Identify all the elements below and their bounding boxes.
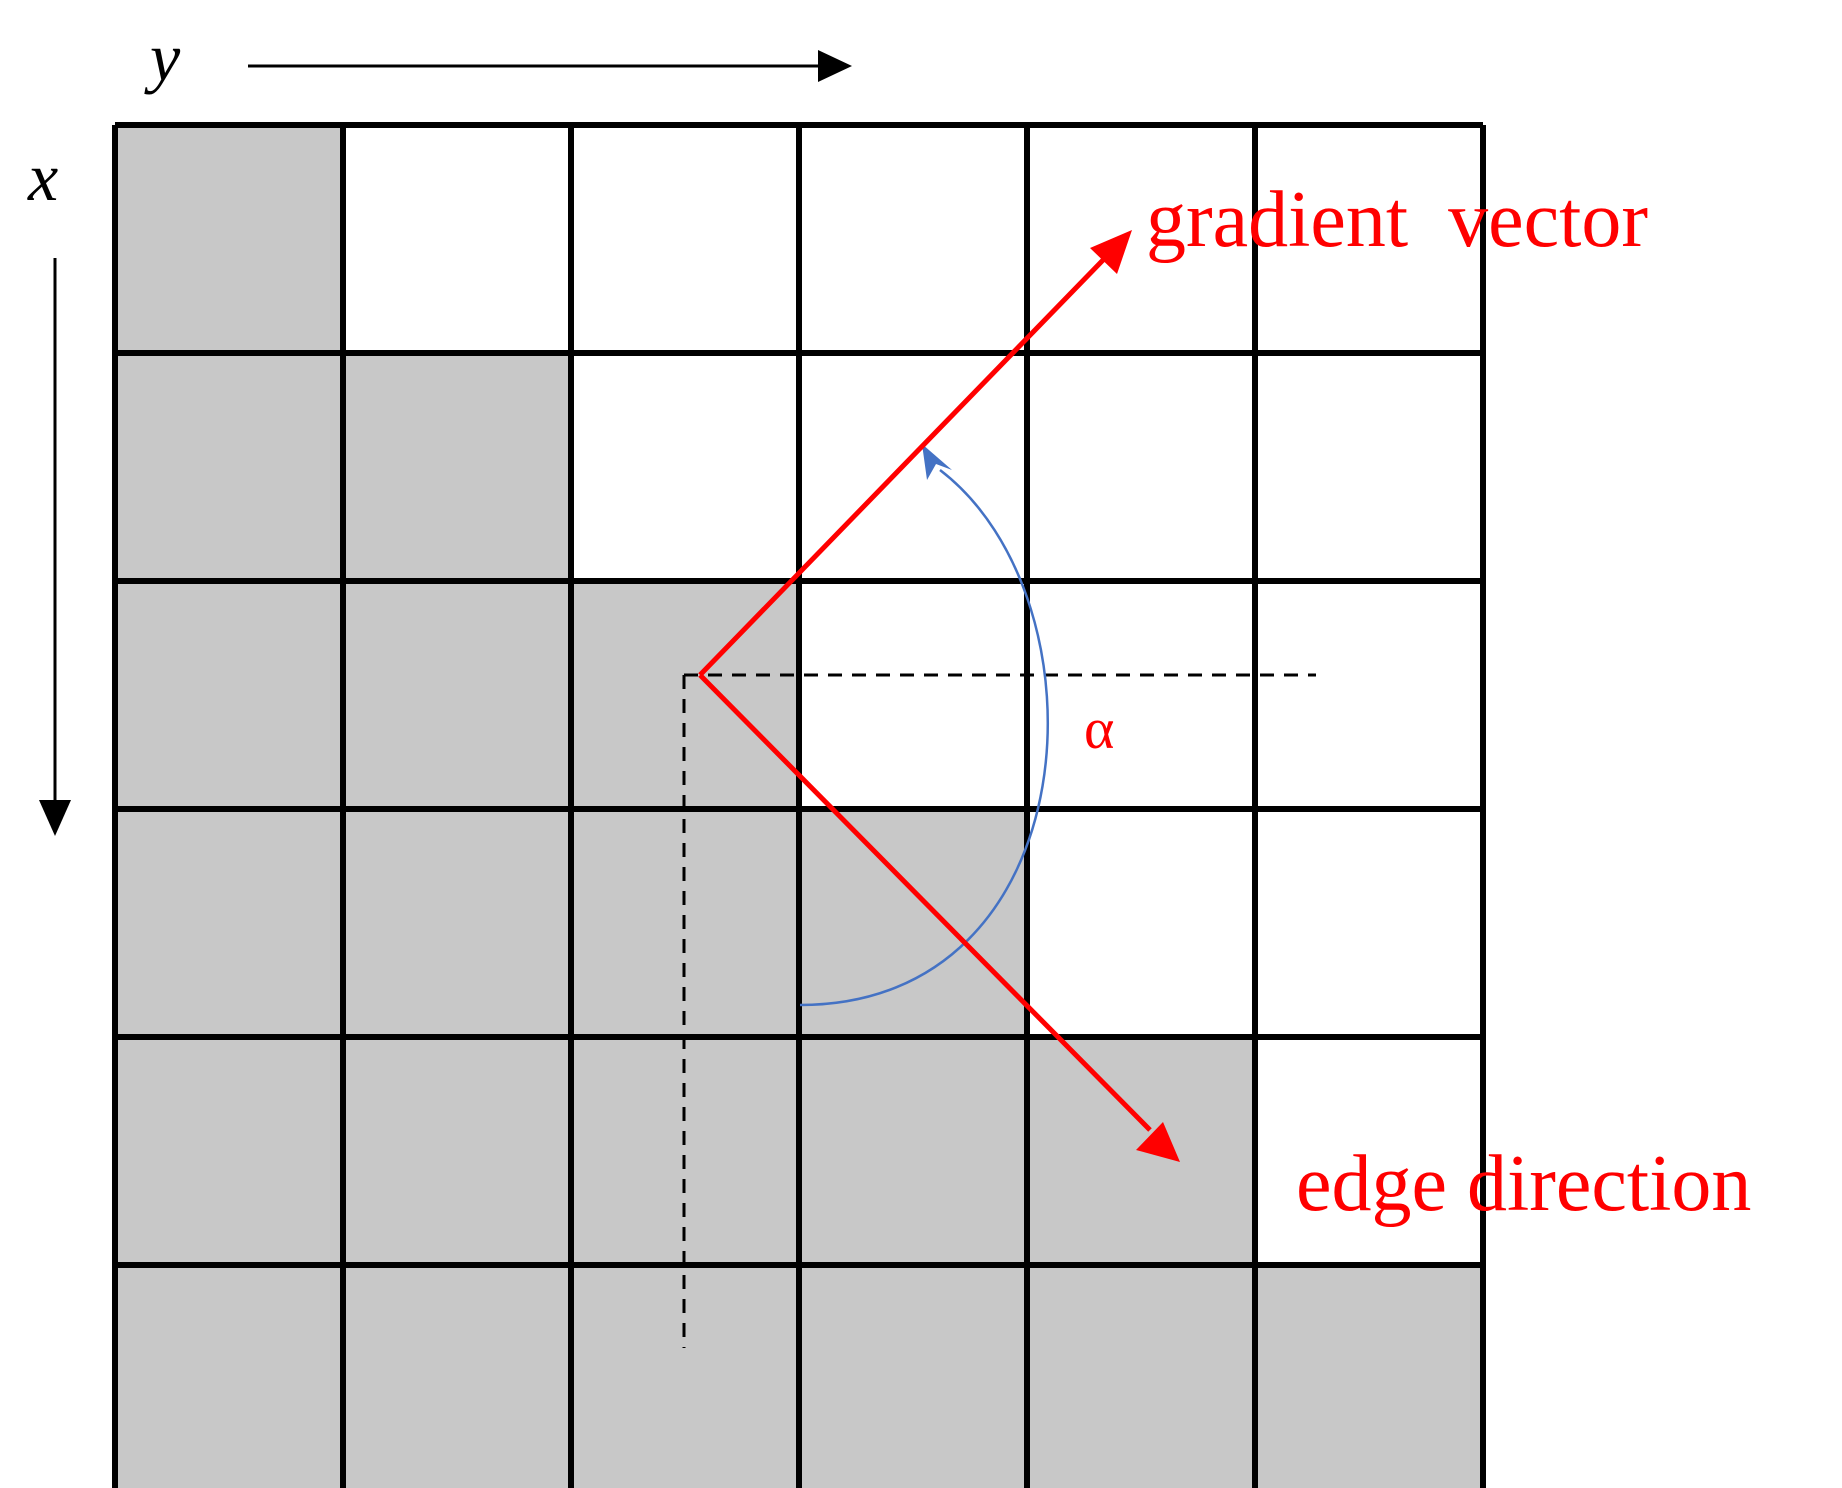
grid-cell [343, 581, 571, 809]
y-axis-label: y [144, 19, 181, 95]
grid-cell [1027, 125, 1255, 353]
gradient-vector-arrow [698, 230, 1132, 677]
grid-cell [1027, 581, 1255, 809]
grid-cell [115, 809, 343, 1037]
grid-cell [799, 809, 1027, 1037]
grid-cell [799, 581, 1027, 809]
gradient-vector-label: gradient vector [1146, 176, 1648, 264]
grid-cell [1255, 581, 1483, 809]
x-axis-label: x [27, 139, 58, 215]
grid-cell [1027, 1265, 1255, 1488]
angle-arc [799, 444, 1049, 1007]
grid-cell [343, 1037, 571, 1265]
y-axis-arrow [248, 50, 852, 82]
pixel-grid-cells [115, 125, 1483, 1488]
grid-cell [1027, 809, 1255, 1037]
grid-cell [571, 1265, 799, 1488]
grid-cell [1255, 353, 1483, 581]
grid-cell [799, 353, 1027, 581]
grid-cell [799, 1037, 1027, 1265]
x-axis-arrow [39, 258, 71, 836]
grid-cell [1255, 1265, 1483, 1488]
grid-cell [1027, 353, 1255, 581]
grid-cell [799, 125, 1027, 353]
dashed-reference-lines [682, 673, 1316, 1348]
grid-cell [343, 809, 571, 1037]
angle-alpha-label: α [1084, 696, 1114, 761]
pixel-grid-lines [112, 122, 1486, 1488]
grid-cell [343, 353, 571, 581]
grid-cell [343, 125, 571, 353]
grid-cell [343, 1265, 571, 1488]
grid-cell [571, 353, 799, 581]
grid-cell [571, 125, 799, 353]
grid-cell [799, 1265, 1027, 1488]
grid-cell [115, 1037, 343, 1265]
grid-cell [115, 581, 343, 809]
edge-direction-label: edge direction [1296, 1140, 1751, 1228]
grid-cell [1255, 809, 1483, 1037]
grid-cell [1255, 1037, 1483, 1265]
grid-cell [115, 353, 343, 581]
grid-cell [1255, 125, 1483, 353]
grid-cell [115, 1265, 343, 1488]
edge-direction-arrow [698, 673, 1180, 1162]
grid-cell [115, 125, 343, 353]
